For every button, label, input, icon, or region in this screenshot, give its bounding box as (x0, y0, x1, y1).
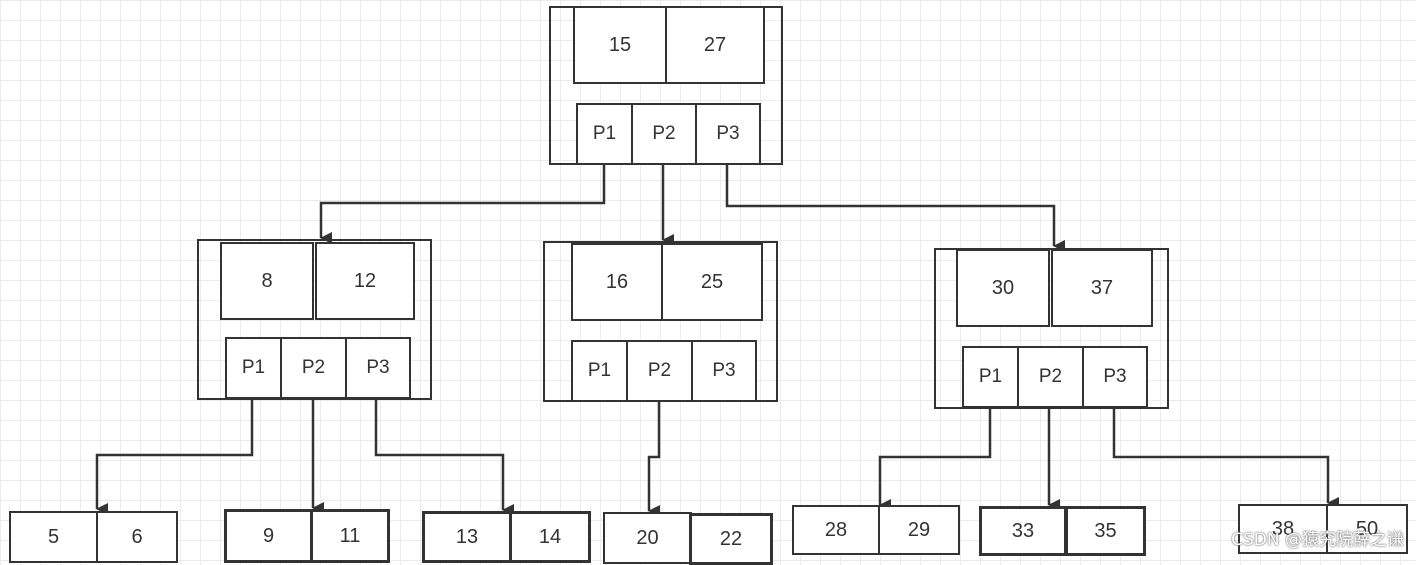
edge-n3-p3 (1112, 407, 1339, 509)
pointer-cell: P2 (280, 337, 347, 399)
leaf-key-cell: 6 (96, 511, 178, 563)
leaf-key-cell: 5 (9, 511, 98, 563)
edge-n3-p1 (878, 407, 992, 511)
pointer-cell: P3 (1082, 346, 1148, 408)
leaf-key-cell: 9 (224, 509, 313, 563)
key-cell: 16 (571, 243, 663, 321)
edge-root-p3 (725, 165, 1065, 252)
internal-node: 16 25 P1 P2 P3 (543, 241, 778, 402)
pointer-cell: P2 (626, 340, 693, 402)
leaf-key-cell: 50 (1326, 504, 1408, 554)
pointer-cell: P2 (1017, 346, 1084, 408)
key-cell: 15 (573, 6, 667, 84)
leaf-key-cell: 13 (422, 511, 512, 563)
pointer-cell: P3 (345, 337, 411, 399)
pointer-cell: P3 (691, 340, 757, 402)
edge-n1-p1 (95, 398, 254, 515)
key-cell: 25 (661, 243, 763, 321)
edge-n1-p3 (374, 398, 514, 516)
pointer-cell: P3 (695, 103, 761, 165)
watermark: CSDN @猿究院薛之谦 (1231, 530, 1404, 550)
edge-n2-p2 (647, 401, 661, 517)
pointer-cell: P2 (631, 103, 697, 165)
pointer-cell: P1 (225, 337, 282, 399)
key-cell: 8 (220, 242, 314, 320)
pointer-cell: P1 (576, 103, 633, 165)
leaf-key-cell: 28 (792, 505, 880, 555)
leaf-key-cell: 11 (310, 509, 390, 563)
pointer-cell: P1 (962, 346, 1019, 408)
leaf-key-cell: 14 (509, 511, 591, 563)
key-cell: 27 (665, 6, 765, 84)
internal-node: 8 12 P1 P2 P3 (197, 239, 432, 400)
key-cell: 37 (1051, 249, 1153, 327)
internal-node: 30 37 P1 P2 P3 (934, 248, 1169, 409)
leaf-key-cell: 35 (1065, 506, 1146, 556)
leaf-key-cell: 29 (878, 505, 960, 555)
key-cell: 30 (956, 249, 1050, 327)
key-cell: 12 (315, 242, 415, 320)
pointer-cell: P1 (571, 340, 628, 402)
leaf-key-cell: 20 (603, 512, 692, 564)
edge-root-p1 (319, 165, 606, 244)
leaf-key-cell: 22 (689, 513, 773, 565)
root-node: 15 27 P1 P2 P3 (549, 6, 783, 165)
leaf-key-cell: 33 (979, 506, 1067, 556)
